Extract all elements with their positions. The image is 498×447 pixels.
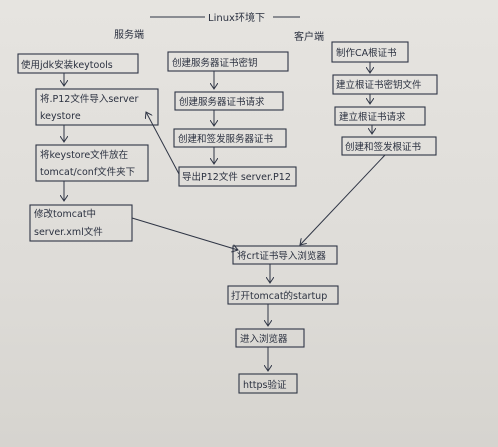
- svg-text:导出P12文件 server.P12: 导出P12文件 server.P12: [182, 171, 291, 183]
- svg-text:将keystore文件放在: 将keystore文件放在: [40, 149, 128, 161]
- edge-s4-f1: [131, 217, 238, 250]
- svg-text:制作CA根证书: 制作CA根证书: [336, 47, 397, 59]
- node-import-p12: 将.P12文件导入server keystore: [35, 88, 159, 126]
- node-sign-server-cert: 创建和签发服务器证书: [173, 128, 287, 148]
- node-create-server-key: 创建服务器证书密钥: [167, 51, 289, 72]
- svg-text:创建服务器证书请求: 创建服务器证书请求: [179, 96, 265, 108]
- title-text: Linux环境下: [208, 11, 265, 24]
- node-keystore-to-tomcat: 将keystore文件放在 tomcat/conf文件夹下: [35, 144, 149, 182]
- svg-text:创建和签发根证书: 创建和签发根证书: [345, 141, 422, 153]
- svg-text:建立根证书密钥文件: 建立根证书密钥文件: [336, 79, 422, 91]
- node-export-p12: 导出P12文件 server.P12: [178, 166, 297, 187]
- svg-text:tomcat/conf文件夹下: tomcat/conf文件夹下: [40, 166, 135, 178]
- svg-text:建立根证书请求: 建立根证书请求: [339, 111, 406, 123]
- client-section-label: 客户端: [294, 30, 324, 43]
- node-make-ca-root: 制作CA根证书: [331, 41, 409, 63]
- node-create-server-csr: 创建服务器证书请求: [174, 91, 284, 111]
- edge-m4-s2: [146, 112, 180, 175]
- diagram-title: Linux环境下: [150, 11, 300, 24]
- svg-text:将crt证书导入浏览器: 将crt证书导入浏览器: [237, 250, 326, 262]
- node-root-csr: 建立根证书请求: [334, 106, 426, 126]
- node-sign-root-cert: 创建和签发根证书: [341, 136, 437, 156]
- node-open-tomcat-startup: 打开tomcat的startup: [227, 285, 339, 305]
- node-modify-server-xml: 修改tomcat中 server.xml文件: [29, 204, 133, 242]
- svg-text:使用jdk安装keytools: 使用jdk安装keytools: [21, 59, 113, 71]
- node-root-key-file: 建立根证书密钥文件: [332, 74, 438, 95]
- node-import-crt-browser: 将crt证书导入浏览器: [232, 245, 338, 265]
- svg-text:进入浏览器: 进入浏览器: [240, 333, 288, 345]
- svg-text:keystore: keystore: [40, 111, 81, 122]
- svg-text:server.xml文件: server.xml文件: [34, 226, 103, 238]
- svg-text:将.P12文件导入server: 将.P12文件导入server: [40, 93, 139, 105]
- server-section-label: 服务端: [114, 28, 144, 41]
- svg-text:修改tomcat中: 修改tomcat中: [34, 208, 96, 220]
- svg-text:https验证: https验证: [243, 379, 287, 391]
- node-https-verify: https验证: [238, 373, 298, 394]
- node-enter-browser: 进入浏览器: [235, 328, 305, 348]
- edge-c4-f1: [300, 154, 386, 245]
- svg-text:创建服务器证书密钥: 创建服务器证书密钥: [172, 57, 258, 69]
- node-install-keytools: 使用jdk安装keytools: [17, 53, 139, 74]
- svg-text:打开tomcat的startup: 打开tomcat的startup: [231, 290, 327, 302]
- svg-text:创建和签发服务器证书: 创建和签发服务器证书: [178, 133, 274, 145]
